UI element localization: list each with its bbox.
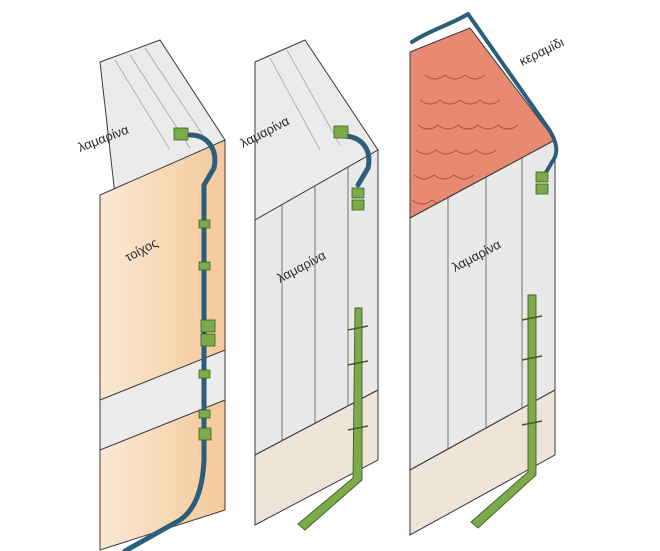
panel-1-downpipe: [122, 132, 218, 551]
panel-3-plinth: [409, 389, 556, 536]
panel-3-downpipe-clamps: [521, 315, 543, 426]
panel-3-roof-label: κεραμίδι: [517, 34, 567, 68]
panel-2-downpipe-clamps: [347, 325, 369, 431]
panel-1-brackets: [173, 127, 216, 441]
panel-2-plinth: [254, 389, 379, 526]
panel-3: κεραμίδι λαμαρίνα: [409, 12, 567, 536]
panel-3-gutter: [410, 12, 559, 178]
panel-2-downpipe: [297, 307, 363, 531]
panel-2-brackets: [333, 125, 365, 211]
panel-1: λαμαρίνα τοίχος: [76, 39, 226, 551]
panel-1-plinth: [99, 349, 226, 451]
panel-3-brackets: [535, 171, 549, 195]
panel-2-gutter-pipe: [340, 133, 372, 188]
panel-2: λαμαρίνα λαμαρίνα: [238, 39, 379, 531]
